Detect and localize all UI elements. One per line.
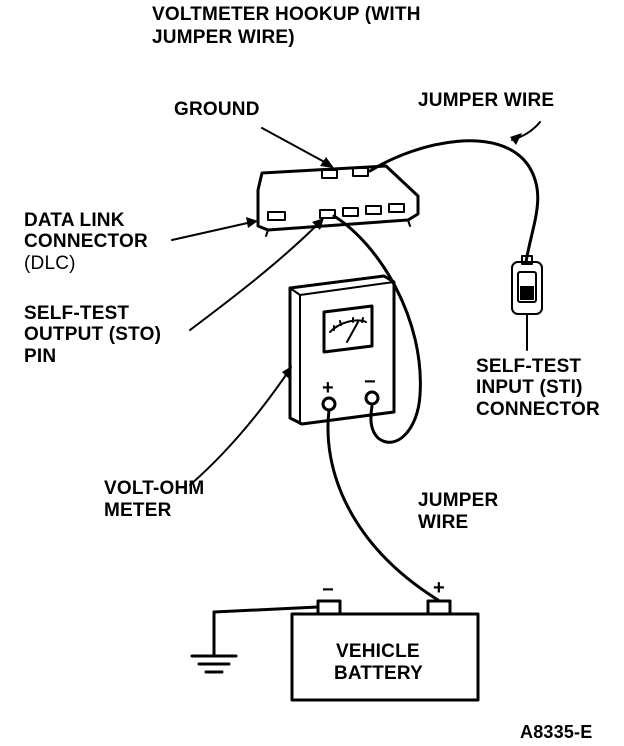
sti-label-line-1: SELF-TEST bbox=[476, 356, 582, 377]
dlc-pin bbox=[342, 207, 359, 217]
meter-negative-terminal bbox=[364, 390, 380, 406]
meter-positive-symbol: + bbox=[322, 377, 334, 399]
ground-symbol-icon bbox=[190, 654, 238, 674]
volt-ohm-meter bbox=[288, 274, 396, 426]
dlc-sto-pin bbox=[319, 209, 336, 219]
battery-label-line-1: VEHICLE bbox=[336, 641, 420, 662]
jumper-wire-top-label: JUMPER WIRE bbox=[418, 90, 555, 111]
meter-to-battery-wire bbox=[326, 408, 440, 602]
sto-to-meter-wire bbox=[332, 214, 422, 444]
ground-wire bbox=[212, 605, 320, 658]
sto-label-line-2: OUTPUT (STO) bbox=[24, 324, 162, 345]
vehicle-battery bbox=[290, 599, 480, 702]
vom-label-line-1: VOLT-OHM bbox=[104, 478, 205, 499]
jumper-wire-top bbox=[368, 139, 540, 264]
data-link-connector bbox=[256, 164, 420, 237]
battery-negative-symbol: − bbox=[322, 579, 334, 601]
ground-callout bbox=[261, 127, 331, 166]
sto-label-line-3: PIN bbox=[24, 346, 57, 367]
sto-label-line-1: SELF-TEST bbox=[24, 303, 130, 324]
battery-positive-symbol: + bbox=[433, 577, 445, 599]
diagram-title-line-2: JUMPER WIRE) bbox=[152, 27, 295, 48]
vom-callout bbox=[189, 371, 289, 486]
battery-label-line-2: BATTERY bbox=[334, 663, 424, 684]
dlc-label-line-2: CONNECTOR bbox=[24, 231, 148, 252]
dlc-pin bbox=[388, 203, 405, 213]
dlc-pin bbox=[365, 205, 382, 215]
sti-label-line-3: CONNECTOR bbox=[476, 399, 600, 420]
figure-id: A8335-E bbox=[520, 722, 593, 742]
dlc-upper-pin bbox=[352, 167, 369, 177]
dlc-ground-pin bbox=[321, 169, 338, 179]
sti-connector bbox=[511, 255, 543, 315]
jumper-wire-bottom-label-line-1: JUMPER bbox=[418, 490, 499, 511]
sto-callout bbox=[189, 221, 321, 331]
dlc-callout bbox=[171, 221, 253, 241]
meter-negative-symbol: − bbox=[364, 371, 376, 393]
diagram-title-line-1: VOLTMETER HOOKUP (WITH bbox=[152, 4, 421, 25]
dlc-pin bbox=[267, 211, 286, 221]
vom-label-line-2: METER bbox=[104, 500, 172, 521]
jumper-wire-bottom-label-line-2: WIRE bbox=[418, 512, 469, 533]
dlc-label-line-1: DATA LINK bbox=[24, 210, 125, 231]
ground-label: GROUND bbox=[174, 99, 260, 120]
meter-positive-terminal bbox=[321, 396, 337, 412]
dlc-label-line-3: (DLC) bbox=[24, 253, 76, 274]
battery-positive-post bbox=[426, 599, 452, 616]
battery-negative-post bbox=[316, 599, 342, 616]
sti-label-line-2: INPUT (STI) bbox=[476, 377, 583, 398]
